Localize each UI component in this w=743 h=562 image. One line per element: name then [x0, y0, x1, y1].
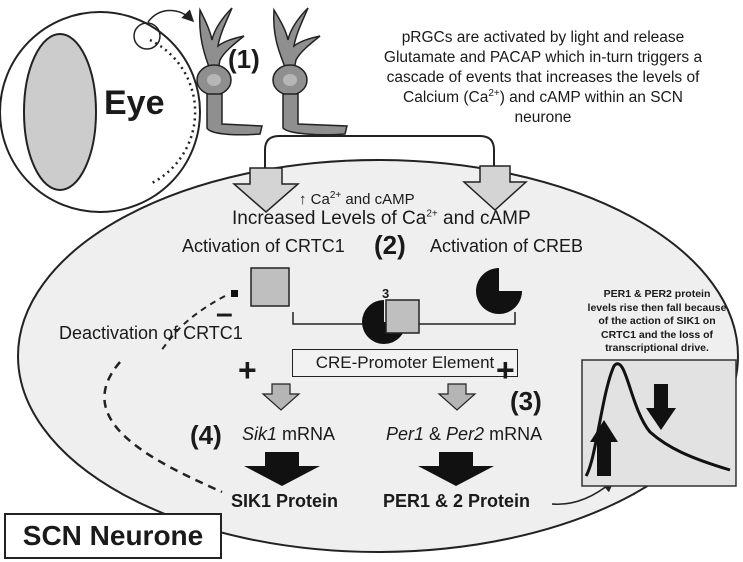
down-arrow — [646, 384, 676, 430]
translation-arrow-per — [418, 452, 494, 486]
eye-lens — [23, 33, 97, 191]
intro-line-1: pRGCs are activated by light and release — [401, 29, 685, 46]
eye-zoom-circle — [133, 22, 161, 50]
ca-camp-label: ↑ Ca2+ and cAMP — [299, 190, 415, 209]
activation-creb-label: Activation of CREB — [430, 236, 584, 256]
intro-line-3: cascade of events that increases the lev… — [386, 69, 700, 86]
step-2-label: (2) — [374, 230, 406, 260]
intro-line-5: neurone — [514, 109, 572, 126]
plus-left: + — [238, 352, 257, 388]
inset-line-3: of the action of SIK1 on — [598, 315, 716, 327]
per-mrna-label: Per1 & Per2 mRNA — [386, 424, 543, 444]
scn-neurone-title-box: SCN Neurone — [4, 513, 222, 559]
up-arrow — [590, 420, 618, 476]
intro-line-2: Glutamate and PACAP which in-turn trigge… — [383, 49, 703, 66]
intro-text: pRGCs are activated by light and release… — [344, 28, 742, 128]
deactivation-dashed-line — [159, 295, 226, 353]
crtc1-square — [250, 267, 290, 307]
prgc-cell-1 — [196, 7, 263, 136]
step-4-label: (4) — [190, 420, 222, 450]
translation-arrow-sik1 — [244, 452, 320, 486]
intro-line-4: Calcium (Ca2+) and cAMP within an SCN — [403, 87, 683, 106]
creb-pacman — [476, 268, 522, 314]
eye-label: Eye — [104, 84, 165, 122]
activation-crtc1-label: Activation of CRTC1 — [182, 236, 345, 256]
step-3-label: (3) — [510, 386, 542, 416]
sik1-feedback-dashed-line — [103, 361, 223, 494]
entry-arrow-left — [232, 167, 300, 213]
inset-line-2: levels rise then fall because — [587, 301, 727, 314]
prgc-cell-2 — [272, 7, 348, 136]
sik1-protein-label: SIK1 Protein — [231, 491, 339, 511]
step-1-label: (1) — [228, 44, 260, 74]
increased-levels-label: Increased Levels of Ca2+ and cAMP — [232, 208, 531, 229]
arrow-to-sik1 — [261, 383, 301, 411]
sik1-mrna-label: Sik1 mRNA — [242, 424, 336, 444]
inhibition-dash — [231, 290, 238, 297]
inset-description: PER1 & PER2 protein levels rise then fal… — [568, 288, 743, 356]
plus-right: + — [496, 352, 515, 388]
per-protein-label: PER1 & 2 Protein — [383, 491, 531, 511]
protein-level-curve — [584, 362, 731, 477]
arrow-to-per — [437, 383, 477, 411]
inhibition-minus: – — [216, 297, 233, 330]
retina-dotted-arc — [149, 38, 197, 186]
inset-line-4: CRTC1 and the loss of — [600, 328, 713, 341]
deactivation-crtc1-label: Deactivation of CRTC1 — [59, 323, 243, 343]
inset-line-1: PER1 & PER2 protein — [603, 288, 711, 300]
cre-promoter-label: CRE-Promoter Element — [315, 353, 495, 372]
inset-line-5: transcriptional drive. — [605, 342, 709, 354]
scn-neurone-label: SCN Neurone — [22, 520, 204, 551]
entry-arrow-right — [462, 165, 528, 212]
complex-subscript-3: 3 — [382, 286, 390, 301]
complex-crtc1 — [385, 299, 420, 334]
projection-line — [264, 135, 495, 168]
zoom-arrow — [147, 9, 195, 23]
cre-promoter-box: CRE-Promoter Element — [292, 349, 518, 377]
